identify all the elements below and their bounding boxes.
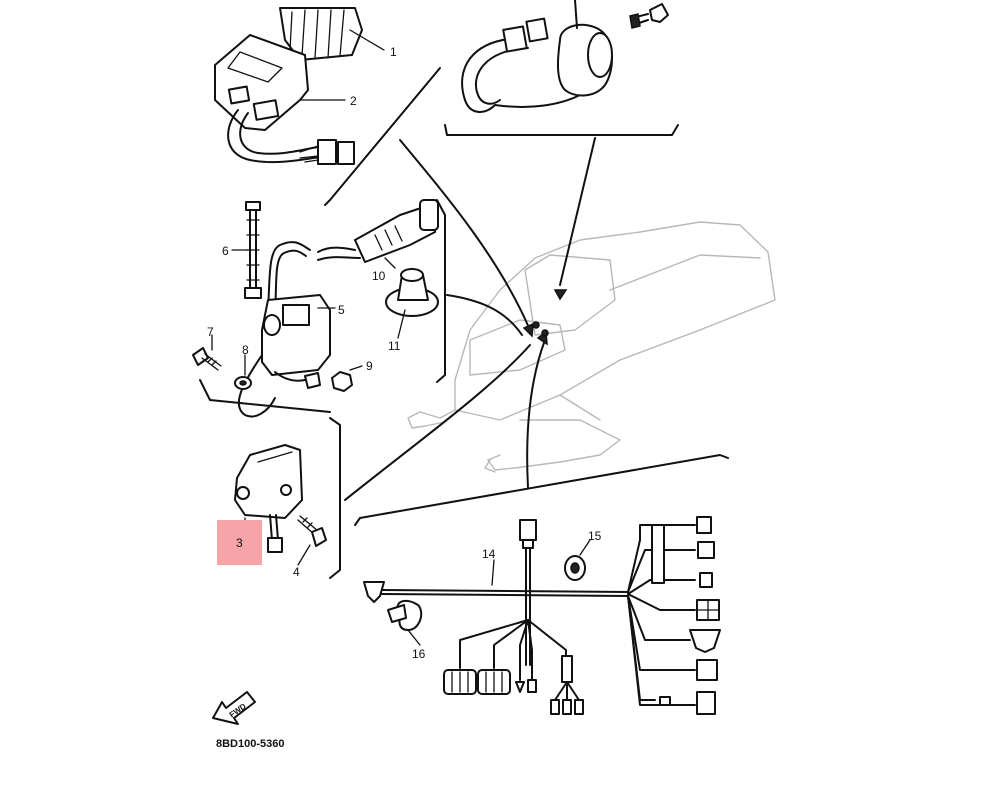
- part-number-leaders: [211, 29, 591, 646]
- part-number-14: 14: [482, 547, 496, 561]
- part-bolt: [297, 515, 327, 547]
- part-number-9: 9: [366, 359, 373, 373]
- part-number-16: 16: [412, 647, 426, 661]
- part-handlebar-switch: [214, 7, 363, 165]
- highlight-box[interactable]: [217, 520, 262, 565]
- part-number-2: 2: [350, 94, 357, 108]
- part-number-4: 4: [293, 565, 300, 579]
- part-grommet: [385, 268, 439, 317]
- part-number-7: 7: [207, 325, 214, 339]
- snowmobile-outline: [407, 221, 776, 473]
- leader-lines: [344, 137, 596, 501]
- part-number-1: 1: [390, 45, 397, 59]
- part-number-8: 8: [242, 343, 249, 357]
- part-small-grommet: [564, 555, 586, 581]
- forward-arrow-icon: FWD: [212, 691, 256, 725]
- part-plug-cable: [244, 201, 262, 299]
- group-brackets: [199, 67, 729, 579]
- part-cdi-unit: [234, 444, 303, 553]
- part-main-switch: [461, 0, 669, 113]
- part-number-11: 11: [388, 339, 401, 353]
- part-number-3[interactable]: 3: [236, 536, 243, 550]
- part-wire-harness: [363, 516, 721, 715]
- part-plug-cap: [317, 199, 439, 263]
- part-fasteners-left: [192, 347, 353, 392]
- part-number-5: 5: [338, 303, 345, 317]
- part-number-labels: 1 2 3 4 5 6 7 8 9 10 11 14 15 16: [207, 45, 602, 661]
- part-number-6: 6: [222, 244, 229, 258]
- part-clamp: [387, 599, 423, 631]
- part-number-10: 10: [372, 269, 386, 283]
- part-ignition-coil: [237, 241, 331, 418]
- diagram-code: 8BD100-5360: [216, 738, 285, 750]
- part-number-15: 15: [588, 529, 602, 543]
